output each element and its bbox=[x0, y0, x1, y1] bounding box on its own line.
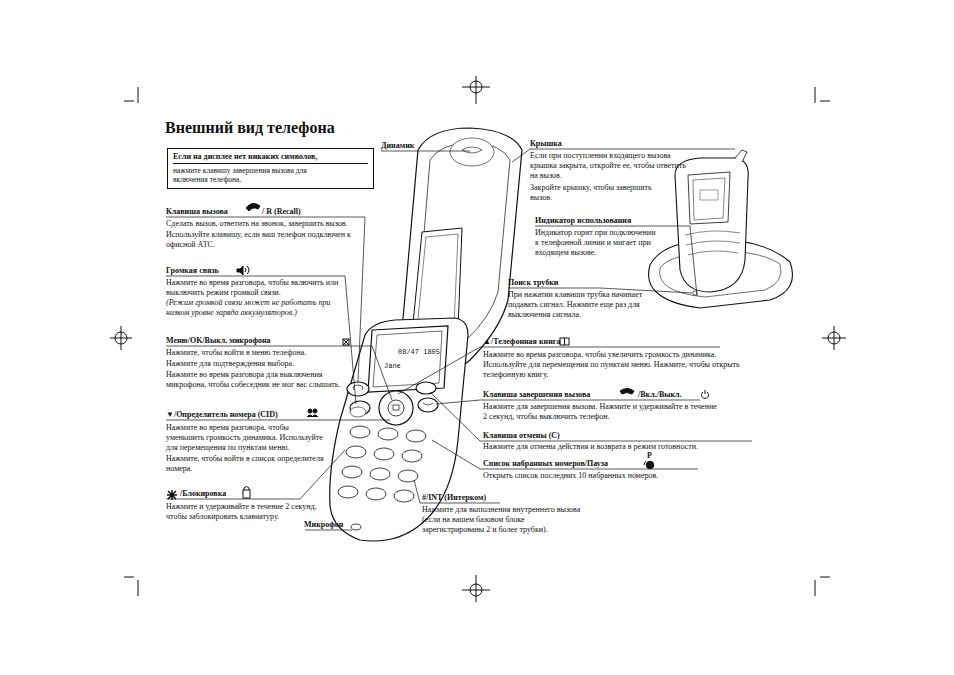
key-letter: P bbox=[647, 451, 652, 461]
keypad bbox=[338, 426, 426, 502]
key bbox=[406, 430, 426, 442]
description: Если при поступлении входящего вызова кр… bbox=[530, 151, 688, 181]
description: Нажмите для выполнения внутреннего вызов… bbox=[422, 505, 587, 535]
display-text: Jane bbox=[384, 362, 401, 370]
description: Открыть список последних 10 набранных но… bbox=[483, 471, 753, 481]
part-name: Поиск трубки bbox=[508, 278, 558, 288]
description: Нажмите для отмены действия и возврата в… bbox=[483, 442, 773, 452]
key bbox=[398, 470, 418, 482]
key bbox=[378, 428, 398, 440]
key bbox=[394, 490, 414, 502]
part-name: Клавиша вызова bbox=[166, 207, 228, 217]
description: Нажмите во время разговора для выключени… bbox=[166, 370, 341, 390]
part-name: Крышка bbox=[530, 139, 562, 149]
description: Индикатор горит при подключении к телефо… bbox=[535, 228, 657, 258]
leader-lines bbox=[166, 149, 752, 530]
part-name: Клавиша завершения вызова bbox=[483, 390, 590, 400]
key bbox=[402, 450, 422, 462]
part-name: / R (Recall) bbox=[262, 207, 301, 217]
part-name: #/INT (Интерком) bbox=[422, 493, 486, 503]
description: Нажмите, чтобы войти в меню телефона. bbox=[166, 348, 356, 358]
description: Нажмите для завершения вызова. Нажмите и… bbox=[483, 402, 718, 422]
part-name: /Блокировка bbox=[180, 489, 226, 499]
note-heading: Если на дисплее нет никаких символов, bbox=[173, 152, 368, 164]
part-name: Меню/OK/Выкл. микрофона bbox=[166, 336, 271, 346]
part-name: Громкая связь bbox=[166, 266, 219, 276]
description: Нажмите во время разговора, чтобы увелич… bbox=[483, 350, 743, 380]
note-box: Если на дисплее нет никаких символов, наж… bbox=[167, 148, 374, 189]
part-name: /Вкл./Выкл. bbox=[638, 390, 682, 400]
part-name: Клавиша отмены (C) bbox=[483, 431, 560, 441]
key bbox=[374, 448, 394, 460]
display-text: 08/47 1805 bbox=[398, 348, 440, 356]
description: Закройте крышку, чтобы завершить вызов. bbox=[530, 183, 655, 203]
description: Нажмите для подтверждения выбора. bbox=[166, 359, 356, 369]
key bbox=[370, 468, 390, 480]
part-name: Микрофон bbox=[304, 520, 343, 530]
description: Сделать вызов, ответить на звонок, завер… bbox=[166, 219, 351, 229]
description: Нажмите во время разговора, чтобы включи… bbox=[166, 278, 351, 298]
part-name: Индикатор использования bbox=[535, 216, 631, 226]
part-name: ▲/Телефонная книга bbox=[483, 337, 560, 347]
description: Используйте клавишу, если ваш телефон по… bbox=[166, 230, 351, 250]
key bbox=[350, 426, 370, 438]
key bbox=[342, 466, 362, 478]
description: Нажмите и удерживайте в течение 2 секунд… bbox=[166, 502, 324, 522]
part-name: Динамик bbox=[381, 141, 414, 151]
page-title: Внешний вид телефона bbox=[165, 119, 335, 137]
description: Нажмите во время разговора, чтобы уменьш… bbox=[166, 423, 324, 453]
part-name: ▼/Определитель номера (CID) bbox=[166, 410, 278, 420]
crop-marks bbox=[110, 76, 846, 602]
key bbox=[338, 486, 358, 498]
description: При нажатии клавиши трубка начинает пода… bbox=[508, 290, 663, 320]
key bbox=[366, 488, 386, 500]
key bbox=[346, 446, 366, 458]
base-station bbox=[649, 150, 793, 308]
note: (Режим громкой связи может не работать п… bbox=[166, 298, 351, 318]
key-icons bbox=[353, 385, 433, 410]
description: Нажмите, чтобы войти в список определите… bbox=[166, 454, 324, 474]
part-name: Список набранных номеров/Пауза bbox=[483, 459, 608, 469]
note-body: нажмите клавишу завершения вызова для вк… bbox=[173, 166, 323, 184]
